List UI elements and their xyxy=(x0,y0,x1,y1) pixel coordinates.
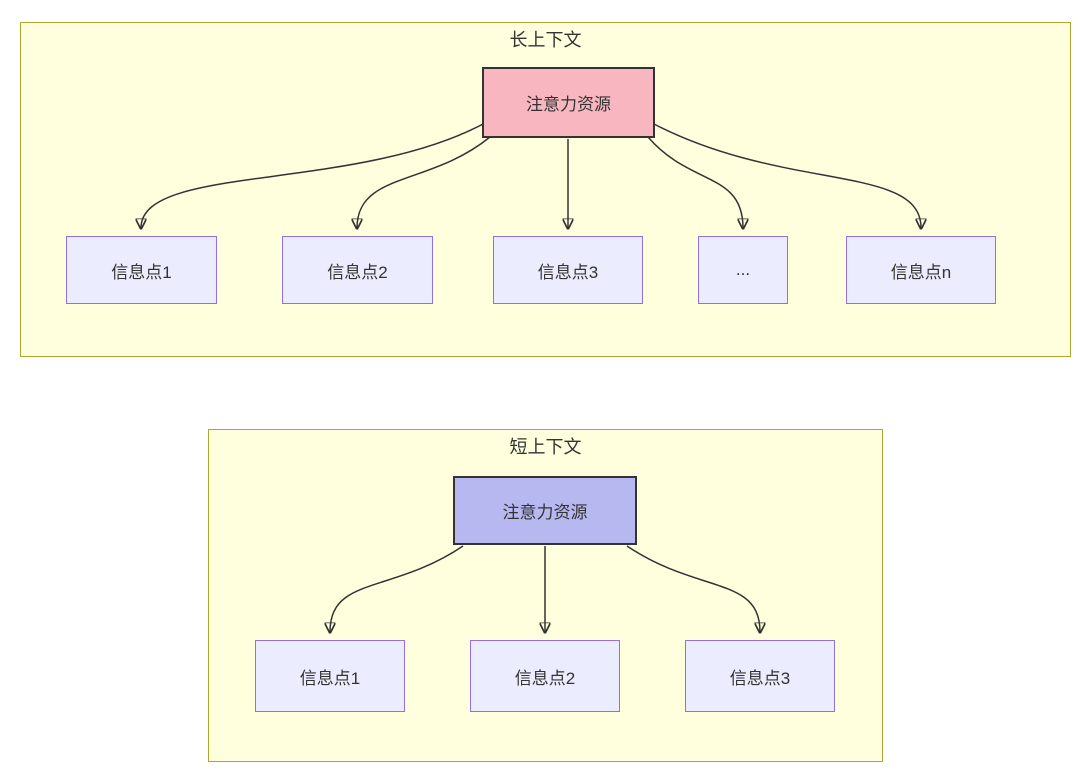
info-node-short-3: 信息点3 xyxy=(685,640,835,712)
info-node-long-1: 信息点1 xyxy=(66,236,217,304)
info-node-short-1: 信息点1 xyxy=(255,640,405,712)
cluster-long-title: 长上下文 xyxy=(509,30,582,50)
attention-node-long: 注意力资源 xyxy=(482,67,655,138)
attention-node-short: 注意力资源 xyxy=(453,476,637,545)
cluster-short-title: 短上下文 xyxy=(509,437,582,457)
info-node-long-n: 信息点n xyxy=(846,236,996,304)
info-node-short-2: 信息点2 xyxy=(470,640,620,712)
info-node-long-3: 信息点3 xyxy=(493,236,643,304)
info-node-long-2: 信息点2 xyxy=(282,236,433,304)
info-node-long-dots: ... xyxy=(698,236,788,304)
